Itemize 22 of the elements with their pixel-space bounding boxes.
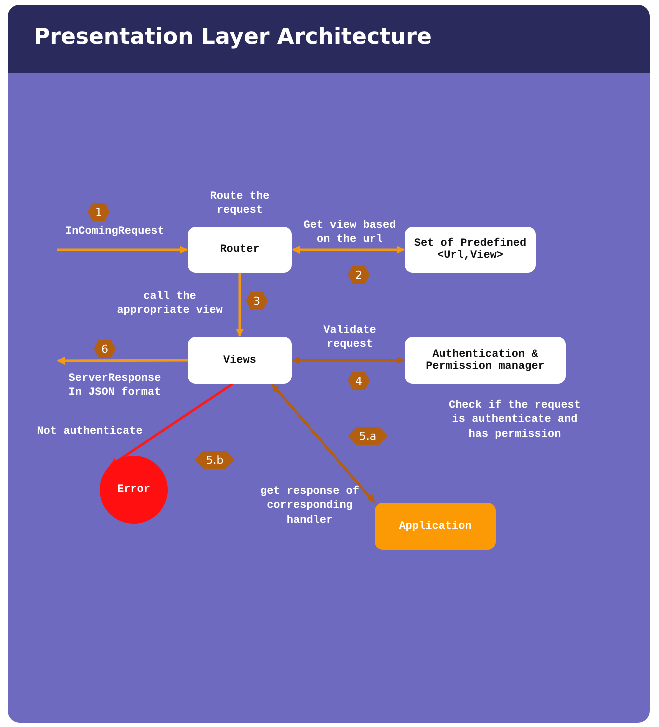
edge-label: InComingRequest [64, 225, 166, 240]
annotation-text: Route the request [209, 190, 271, 219]
arrow [272, 384, 376, 504]
edge-label: Get view based on the url [302, 219, 398, 248]
arrow [110, 382, 234, 467]
arrow [236, 273, 244, 337]
process-box: Router [188, 227, 292, 273]
arrow [57, 246, 188, 254]
process-box: Views [188, 337, 292, 384]
edge-label: call the appropriate view [116, 290, 224, 319]
arrow [292, 356, 405, 364]
process-box: Set of Predefined <Url,View> [405, 227, 536, 273]
diagram-title: Presentation Layer Architecture [34, 25, 432, 50]
edge-label: Validate request [322, 324, 378, 353]
edge-label: get response of corresponding handler [259, 485, 361, 528]
edge-label: ServerResponse In JSON format [68, 372, 162, 401]
arrow [57, 356, 188, 365]
arrow [292, 246, 405, 254]
process-box: Application [375, 503, 496, 550]
process-box: Authentication & Permission manager [405, 337, 566, 384]
annotation-text: Check if the request is authenticate and has permission [448, 399, 582, 442]
edge-label: Not authenticate [36, 425, 144, 440]
